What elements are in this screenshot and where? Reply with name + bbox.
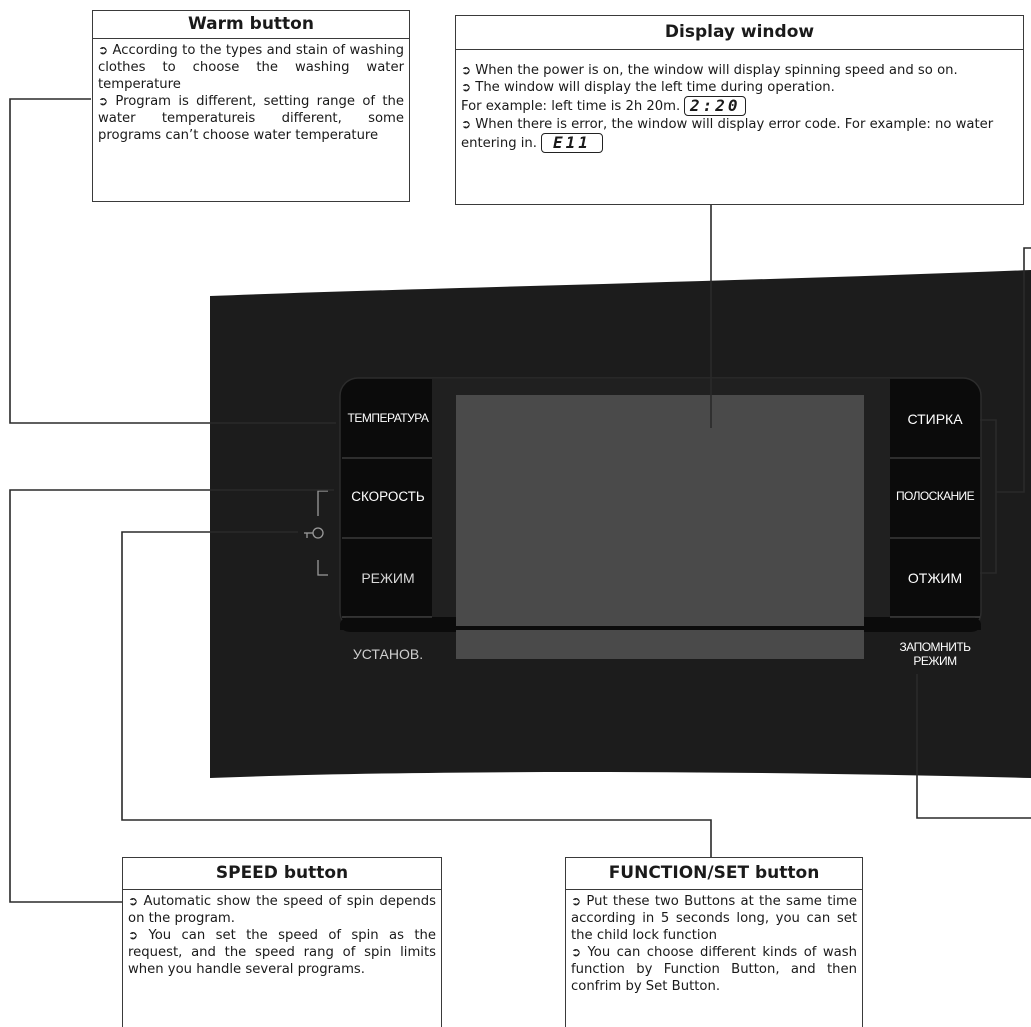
warm-button-callout: Warm button ➲ According to the types and…: [92, 10, 410, 202]
mode-button[interactable]: РЕЖИМ: [361, 570, 415, 586]
speed-line-2: ➲ You can set the speed of spin as the r…: [128, 927, 436, 978]
display-text-3: When there is error, the window will dis…: [461, 117, 994, 151]
speed-text-1: Automatic show the speed of spin depends…: [128, 894, 437, 926]
speed-text-2: You can set the speed of spin as the req…: [128, 928, 436, 977]
display-text-1: When the power is on, the window will di…: [475, 63, 958, 78]
arrow-icon: ➲: [461, 80, 472, 94]
arrow-icon: ➲: [571, 945, 582, 959]
warm-text-1: According to the types and stain of wash…: [98, 43, 404, 92]
display-window-title: Display window: [456, 16, 1023, 50]
child-lock-icon: [304, 490, 328, 576]
function-set-title: FUNCTION/SET button: [566, 858, 862, 890]
arrow-icon: ➲: [98, 94, 109, 108]
arrow-icon: ➲: [128, 928, 139, 942]
speed-button-description: ➲ Automatic show the speed of spin depen…: [123, 890, 441, 980]
display-text-2: The window will display the left time du…: [475, 80, 835, 95]
func-text-1: Put these two Buttons at the same time a…: [571, 894, 858, 943]
memory-leader-line: [916, 674, 1031, 819]
lcd-error-example: E11: [540, 133, 603, 153]
speed-button-title: SPEED button: [123, 858, 441, 890]
memory-mode-label-2: РЕЖИМ: [913, 654, 957, 668]
function-set-description: ➲ Put these two Buttons at the same time…: [566, 890, 862, 997]
display-line-1: ➲ When the power is on, the window will …: [461, 62, 1018, 79]
func-line-1: ➲ Put these two Buttons at the same time…: [571, 893, 857, 944]
display-line-3: ➲ When there is error, the window will d…: [461, 116, 1018, 153]
lcd-time-example: 2:20: [684, 96, 747, 116]
warm-button-title: Warm button: [93, 11, 409, 39]
wash-leader-line: [996, 247, 1031, 493]
function-leader-line: [121, 531, 712, 857]
spin-button[interactable]: ОТЖИМ: [907, 570, 963, 586]
speed-button[interactable]: СКОРОСТЬ: [351, 489, 425, 504]
speed-button-callout: SPEED button ➲ Automatic show the speed …: [122, 857, 442, 1027]
display-window-description: ➲ When the power is on, the window will …: [456, 50, 1023, 155]
warm-line-2: ➲ Program is different, setting range of…: [98, 93, 404, 144]
rinse-button[interactable]: ПОЛОСКАНИЕ: [896, 489, 975, 503]
display-screen-lower: [456, 617, 864, 659]
display-screen: [456, 395, 864, 659]
func-text-2: You can choose different kinds of wash f…: [571, 945, 857, 994]
arrow-icon: ➲: [98, 43, 109, 57]
warm-line-1: ➲ According to the types and stain of wa…: [98, 42, 404, 93]
warm-leader-line: [9, 98, 336, 424]
speed-leader-line: [9, 489, 334, 903]
display-text-2b: For example: left time is 2h 20m.: [461, 99, 681, 114]
display-line-2b: For example: left time is 2h 20m.2:20: [461, 96, 1018, 116]
arrow-icon: ➲: [571, 894, 582, 908]
memory-mode-button[interactable]: ЗАПОМНИТЬ РЕЖИМ: [890, 640, 980, 668]
arrow-icon: ➲: [128, 894, 139, 908]
arrow-icon: ➲: [461, 117, 472, 131]
speed-line-1: ➲ Automatic show the speed of spin depen…: [128, 893, 436, 927]
frame-bottom-base: [340, 626, 981, 630]
set-button[interactable]: УСТАНОВ.: [352, 646, 424, 662]
warm-button-description: ➲ According to the types and stain of wa…: [93, 39, 409, 146]
warm-text-2: Program is different, setting range of t…: [98, 94, 404, 143]
display-window-callout: Display window ➲ When the power is on, t…: [455, 15, 1024, 205]
func-line-2: ➲ You can choose different kinds of wash…: [571, 944, 857, 995]
temperature-button[interactable]: ТЕМПЕРАТУРА: [347, 411, 429, 425]
wash-bracket: [980, 419, 997, 574]
display-line-2: ➲ The window will display the left time …: [461, 79, 1018, 96]
wash-button[interactable]: СТИРКА: [907, 411, 963, 427]
function-set-button-callout: FUNCTION/SET button ➲ Put these two Butt…: [565, 857, 863, 1027]
memory-mode-label-1: ЗАПОМНИТЬ: [899, 640, 971, 654]
arrow-icon: ➲: [461, 63, 472, 77]
